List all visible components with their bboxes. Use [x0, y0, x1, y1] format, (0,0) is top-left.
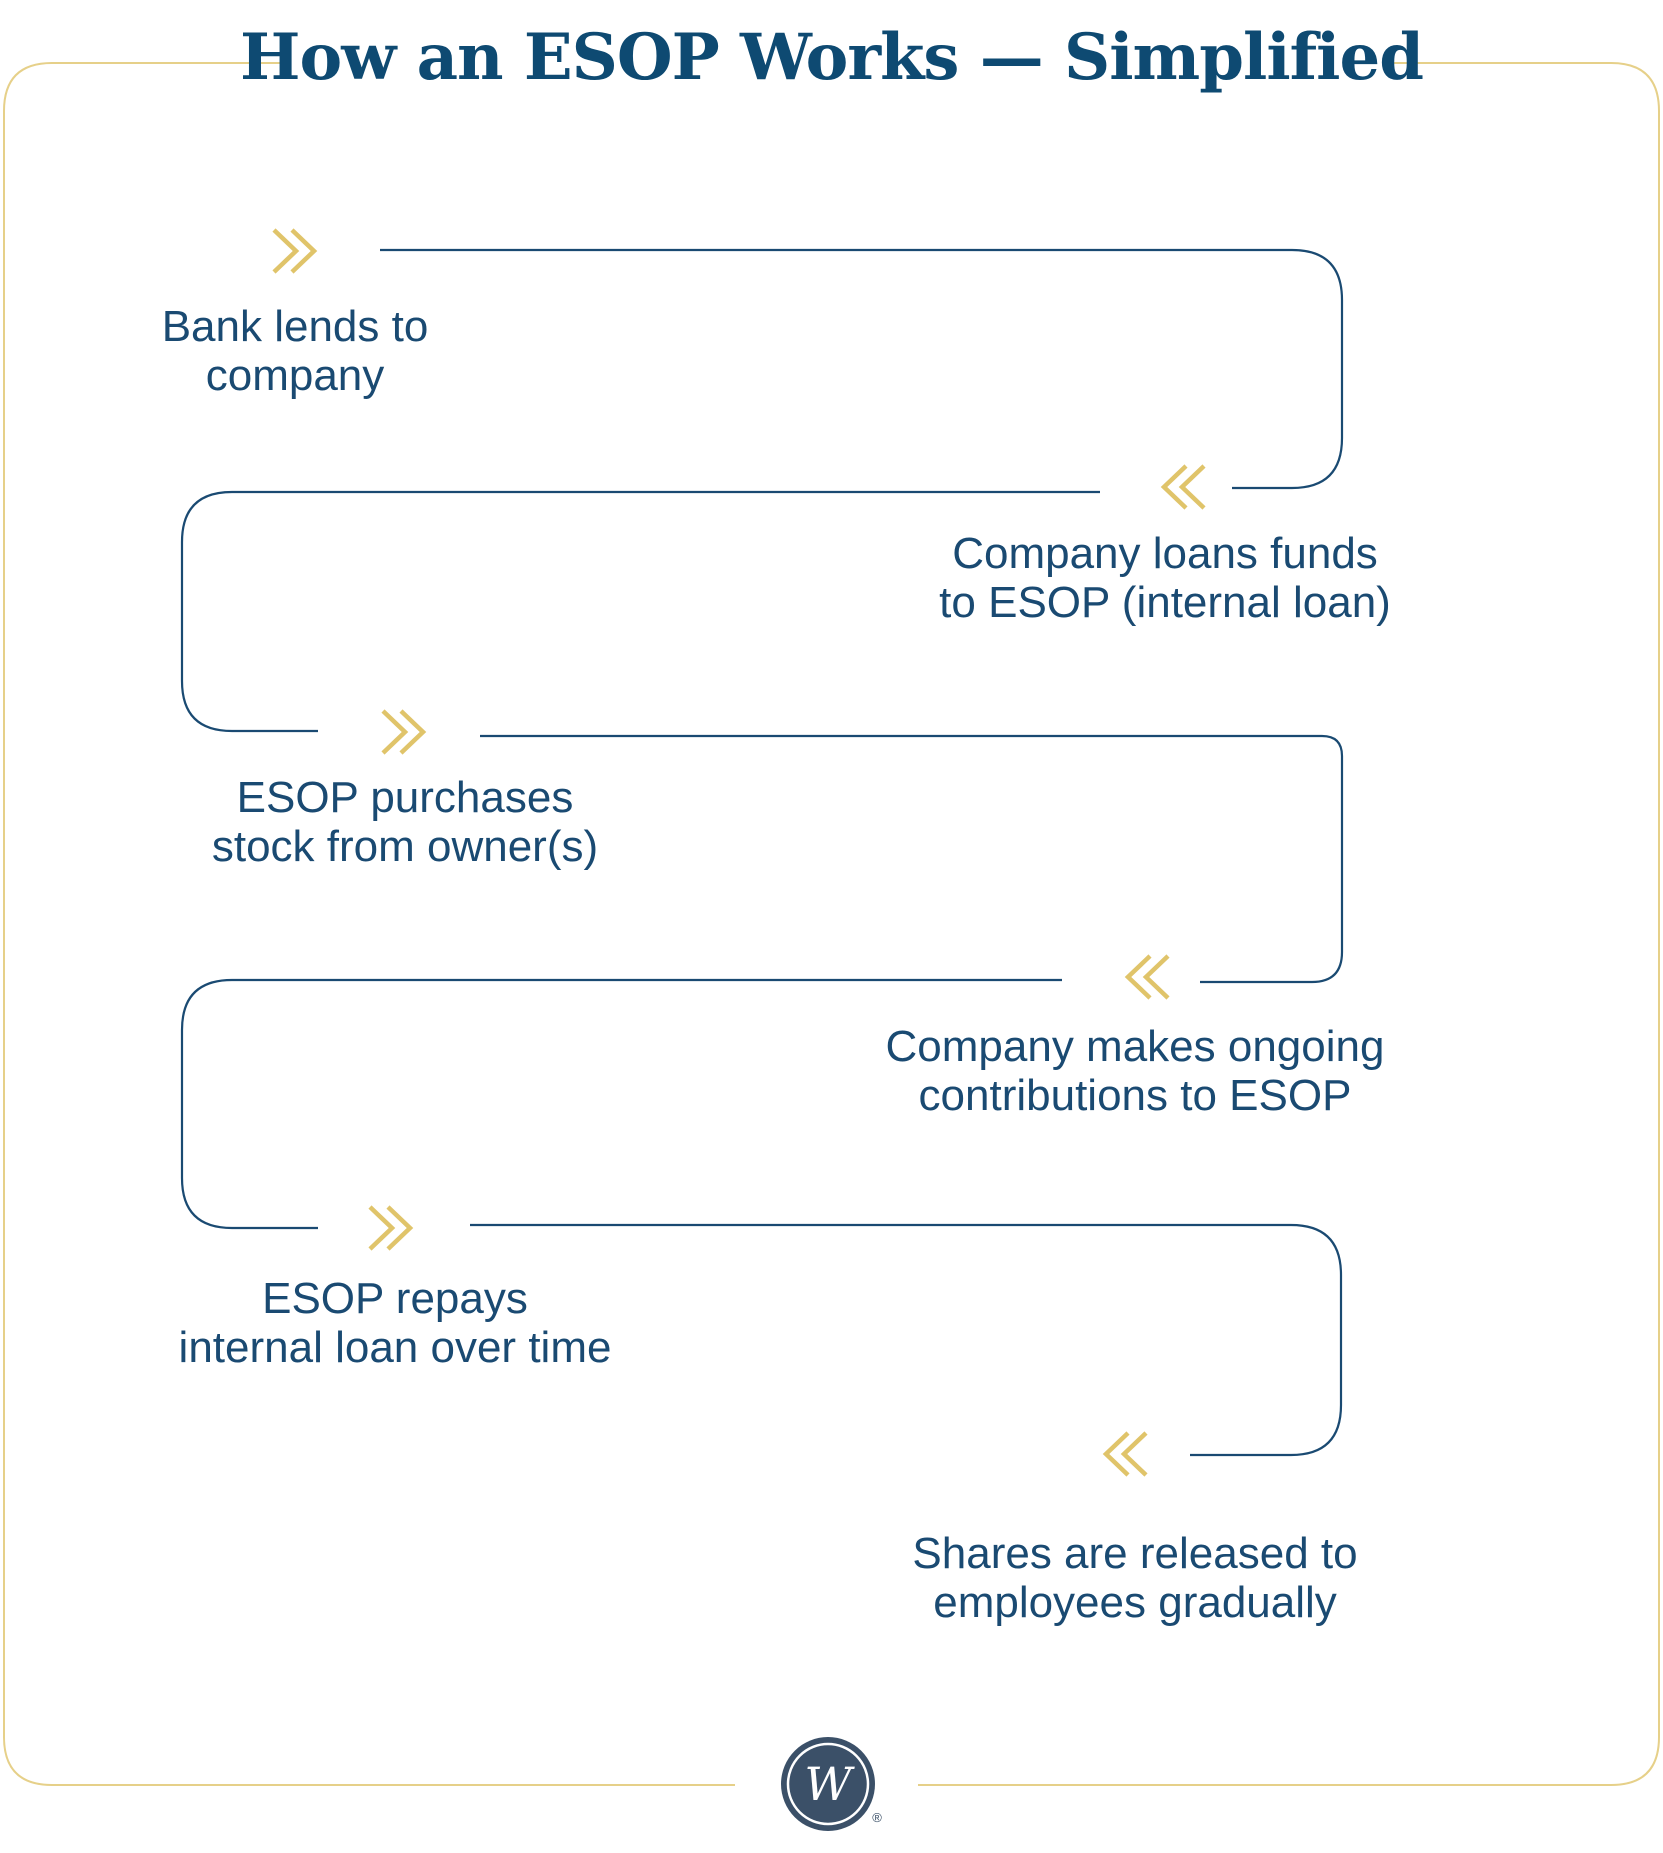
step-5-line-2: internal loan over time: [178, 1323, 612, 1372]
connector-1-to-2: [380, 248, 1344, 490]
chevron-right-icon: [381, 709, 427, 755]
company-logo: W ®: [781, 1737, 882, 1831]
frame-border-top-left: [3, 62, 735, 1786]
step-3-line-1: ESOP purchases: [236, 773, 574, 822]
step-6-shares-released: Shares are released to employees gradual…: [865, 1529, 1405, 1627]
connector-2-to-3: [180, 490, 1100, 733]
step-4-company-contributions: Company makes ongoing contributions to E…: [845, 1022, 1425, 1120]
step-5-line-1: ESOP repays: [262, 1274, 528, 1323]
connector-5-to-6: [470, 1223, 1343, 1457]
page-title: How an ESOP Works — Simplified: [240, 20, 1424, 95]
step-4-line-2: contributions to ESOP: [918, 1071, 1352, 1120]
step-4-line-1: Company makes ongoing: [885, 1022, 1385, 1071]
step-2-line-2: to ESOP (internal loan): [939, 578, 1391, 627]
chevron-left-icon: [1124, 954, 1170, 1000]
step-6-line-2: employees gradually: [933, 1578, 1337, 1627]
logo-registered-mark: ®: [872, 1810, 882, 1825]
frame-border-top-right: [918, 62, 1660, 1786]
step-6-line-1: Shares are released to: [912, 1529, 1358, 1578]
chevron-left-icon: [1102, 1431, 1148, 1477]
step-3-esop-purchases: ESOP purchases stock from owner(s): [155, 773, 655, 871]
step-2-line-1: Company loans funds: [952, 529, 1378, 578]
step-2-company-loans: Company loans funds to ESOP (internal lo…: [890, 529, 1440, 627]
step-1-line-2: company: [205, 351, 385, 400]
connector-4-to-5: [180, 978, 1062, 1230]
logo-monogram: W: [804, 1757, 855, 1811]
step-3-line-2: stock from owner(s): [211, 822, 599, 871]
step-1-bank-lends: Bank lends to company: [95, 302, 495, 400]
connector-3-to-4: [480, 734, 1344, 984]
step-1-line-1: Bank lends to: [161, 302, 429, 351]
step-5-esop-repays: ESOP repays internal loan over time: [135, 1274, 655, 1372]
chevron-left-icon: [1160, 464, 1206, 510]
chevron-right-icon: [272, 228, 318, 274]
chevron-right-icon: [368, 1205, 414, 1251]
